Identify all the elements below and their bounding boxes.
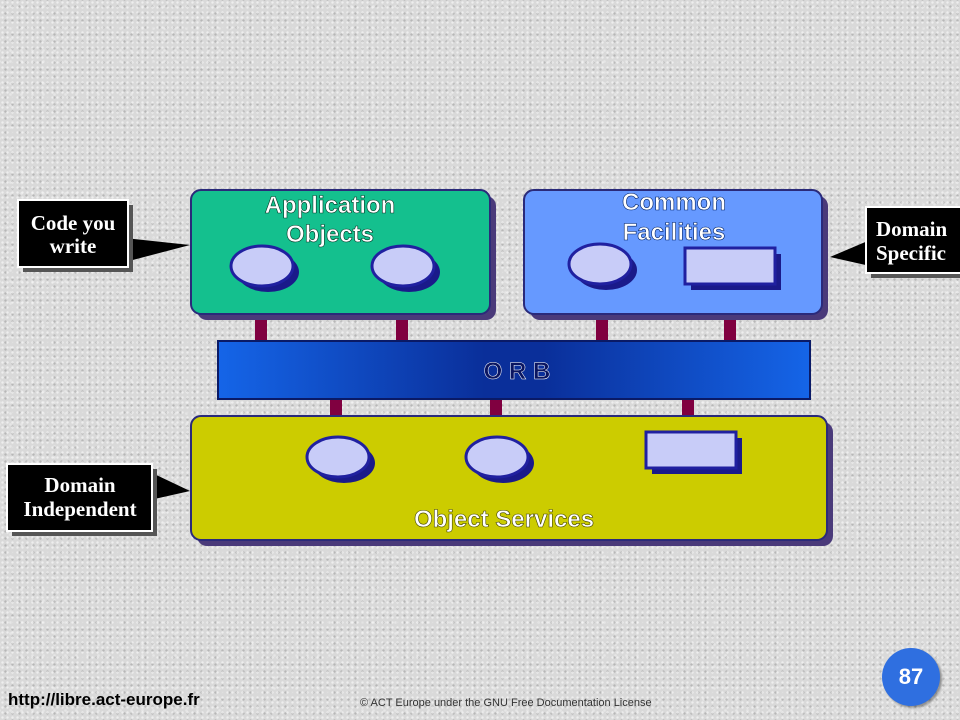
callout-domain-specific-line1: Domain <box>876 217 947 241</box>
object-service-1 <box>305 435 375 483</box>
page-number-badge: 87 <box>882 648 940 706</box>
callout-domain-independent-line1: Domain <box>44 473 115 497</box>
footer-url[interactable]: http://libre.act-europe.fr <box>8 690 200 709</box>
callout-domain-independent: Domain Independent <box>6 463 190 536</box>
orb-label: O R B <box>484 358 551 385</box>
application-object-1 <box>229 244 299 292</box>
common-facility-object-rect <box>683 246 781 290</box>
object-services-title: Object Services <box>414 506 594 533</box>
callout-domain-specific: Domain Specific <box>830 206 960 278</box>
orb-bar: O R B <box>217 340 811 400</box>
application-objects-title-line2: Objects <box>286 221 374 248</box>
application-objects-title-line1: Application <box>265 192 396 219</box>
callout-domain-independent-line2: Independent <box>23 497 136 521</box>
common-facilities-title-line2: Facilities <box>623 219 726 246</box>
application-object-2 <box>370 244 440 292</box>
callout-code-you-write: Code you write <box>17 199 190 272</box>
object-service-2 <box>464 435 534 483</box>
callout-domain-specific-line2: Specific <box>876 241 946 265</box>
callout-code-you-write-line2: write <box>50 234 97 258</box>
common-facility-object-ellipse <box>567 242 637 290</box>
footer-copyright: © ACT Europe under the GNU Free Document… <box>360 697 652 709</box>
object-service-rect <box>644 430 742 474</box>
common-facilities-title-line1: Common <box>622 189 726 216</box>
common-facilities-box: Common Facilities <box>523 189 828 320</box>
callout-code-you-write-line1: Code you <box>31 211 116 235</box>
